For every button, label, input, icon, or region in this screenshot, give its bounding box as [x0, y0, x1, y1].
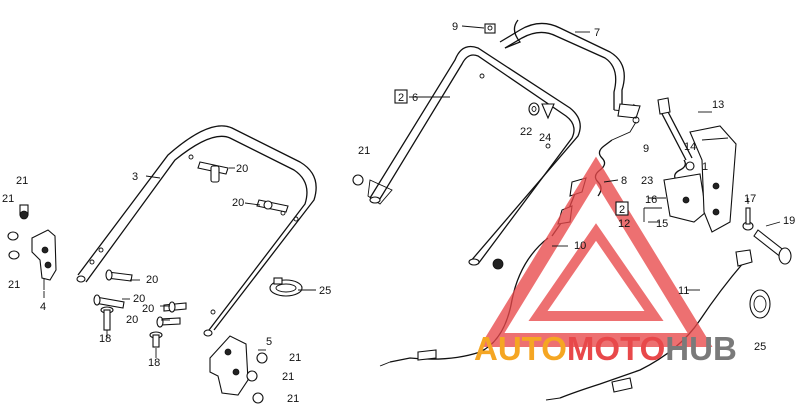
- callout-box-2: [615, 201, 629, 216]
- washer-part-22: [528, 102, 540, 116]
- bracket-part-5: [209, 335, 268, 404]
- lever-part-14: [657, 97, 693, 161]
- control-cable-part-11: [545, 249, 753, 401]
- callout-4: 4: [40, 301, 46, 313]
- callout-20: 20: [142, 303, 154, 315]
- pin-part-19: [753, 229, 792, 265]
- callout-20: 20: [146, 274, 158, 286]
- callout-21: 21: [287, 393, 299, 405]
- callout-17: 17: [744, 193, 756, 205]
- callout-25: 25: [754, 341, 766, 353]
- callout-18: 18: [148, 357, 160, 369]
- callout-21: 21: [16, 175, 28, 187]
- upper-handle-part-6: [367, 45, 581, 266]
- callout-5: 5: [266, 336, 272, 348]
- callout-9: 9: [452, 21, 458, 33]
- throttle-lever-part-13: [689, 125, 737, 233]
- bracket-part-12: [663, 173, 707, 223]
- nut-part-21: [7, 204, 29, 260]
- callout-12: 12: [618, 218, 630, 230]
- callout-box-label: 2: [398, 92, 404, 104]
- bracket-part-4: [31, 229, 57, 290]
- bolt-part-18: [100, 306, 163, 348]
- callout-13: 13: [712, 99, 724, 111]
- callout-3: 3: [132, 171, 138, 183]
- callout-21: 21: [2, 193, 14, 205]
- callout-23: 23: [641, 175, 653, 187]
- bolt-part-1: [685, 161, 695, 171]
- cable-clamp-part-25: [749, 289, 771, 319]
- callout-20: 20: [236, 163, 248, 175]
- bolt-part-20: [93, 161, 289, 328]
- callout-15: 15: [656, 218, 668, 230]
- callout-16: 16: [645, 194, 657, 206]
- callout-19: 19: [783, 215, 795, 227]
- clip-part-24: [541, 103, 555, 120]
- cable-clamp-part-25: [269, 277, 303, 297]
- callout-25: 25: [319, 285, 331, 297]
- nut-part-21: [352, 174, 504, 270]
- callout-10: 10: [574, 240, 586, 252]
- callout-20: 20: [133, 293, 145, 305]
- callout-1: 1: [702, 161, 708, 173]
- callout-7: 7: [594, 27, 600, 39]
- callout-11: 11: [678, 285, 689, 297]
- callout-21: 21: [8, 279, 20, 291]
- callout-21: 21: [282, 371, 294, 383]
- callout-6: 6: [412, 92, 418, 104]
- callout-24: 24: [539, 132, 551, 144]
- watermark-logo: [479, 156, 713, 347]
- callout-21: 21: [358, 145, 370, 157]
- callout-9: 9: [643, 143, 649, 155]
- callout-18: 18: [99, 333, 111, 345]
- nut-part-9: [484, 23, 496, 34]
- callout-box-2: [394, 89, 408, 104]
- bolt-part-17: [742, 207, 754, 231]
- callout-20: 20: [232, 197, 244, 209]
- callout-20: 20: [126, 314, 138, 326]
- callout-labels: 3 20 20 20 20 20 20 18 18 21 21 21 4 5 2…: [2, 21, 795, 405]
- lower-handle-part-3: [76, 125, 317, 337]
- callout-21: 21: [289, 352, 301, 364]
- callout-8: 8: [621, 175, 627, 187]
- callout-22: 22: [520, 126, 532, 138]
- callout-14: 14: [684, 141, 696, 153]
- leader-lines: [43, 25, 781, 358]
- control-bar-part-7: [499, 19, 641, 119]
- watermark-text: AUTOMOTOHUB: [474, 330, 737, 367]
- callout-box-label: 2: [619, 204, 625, 216]
